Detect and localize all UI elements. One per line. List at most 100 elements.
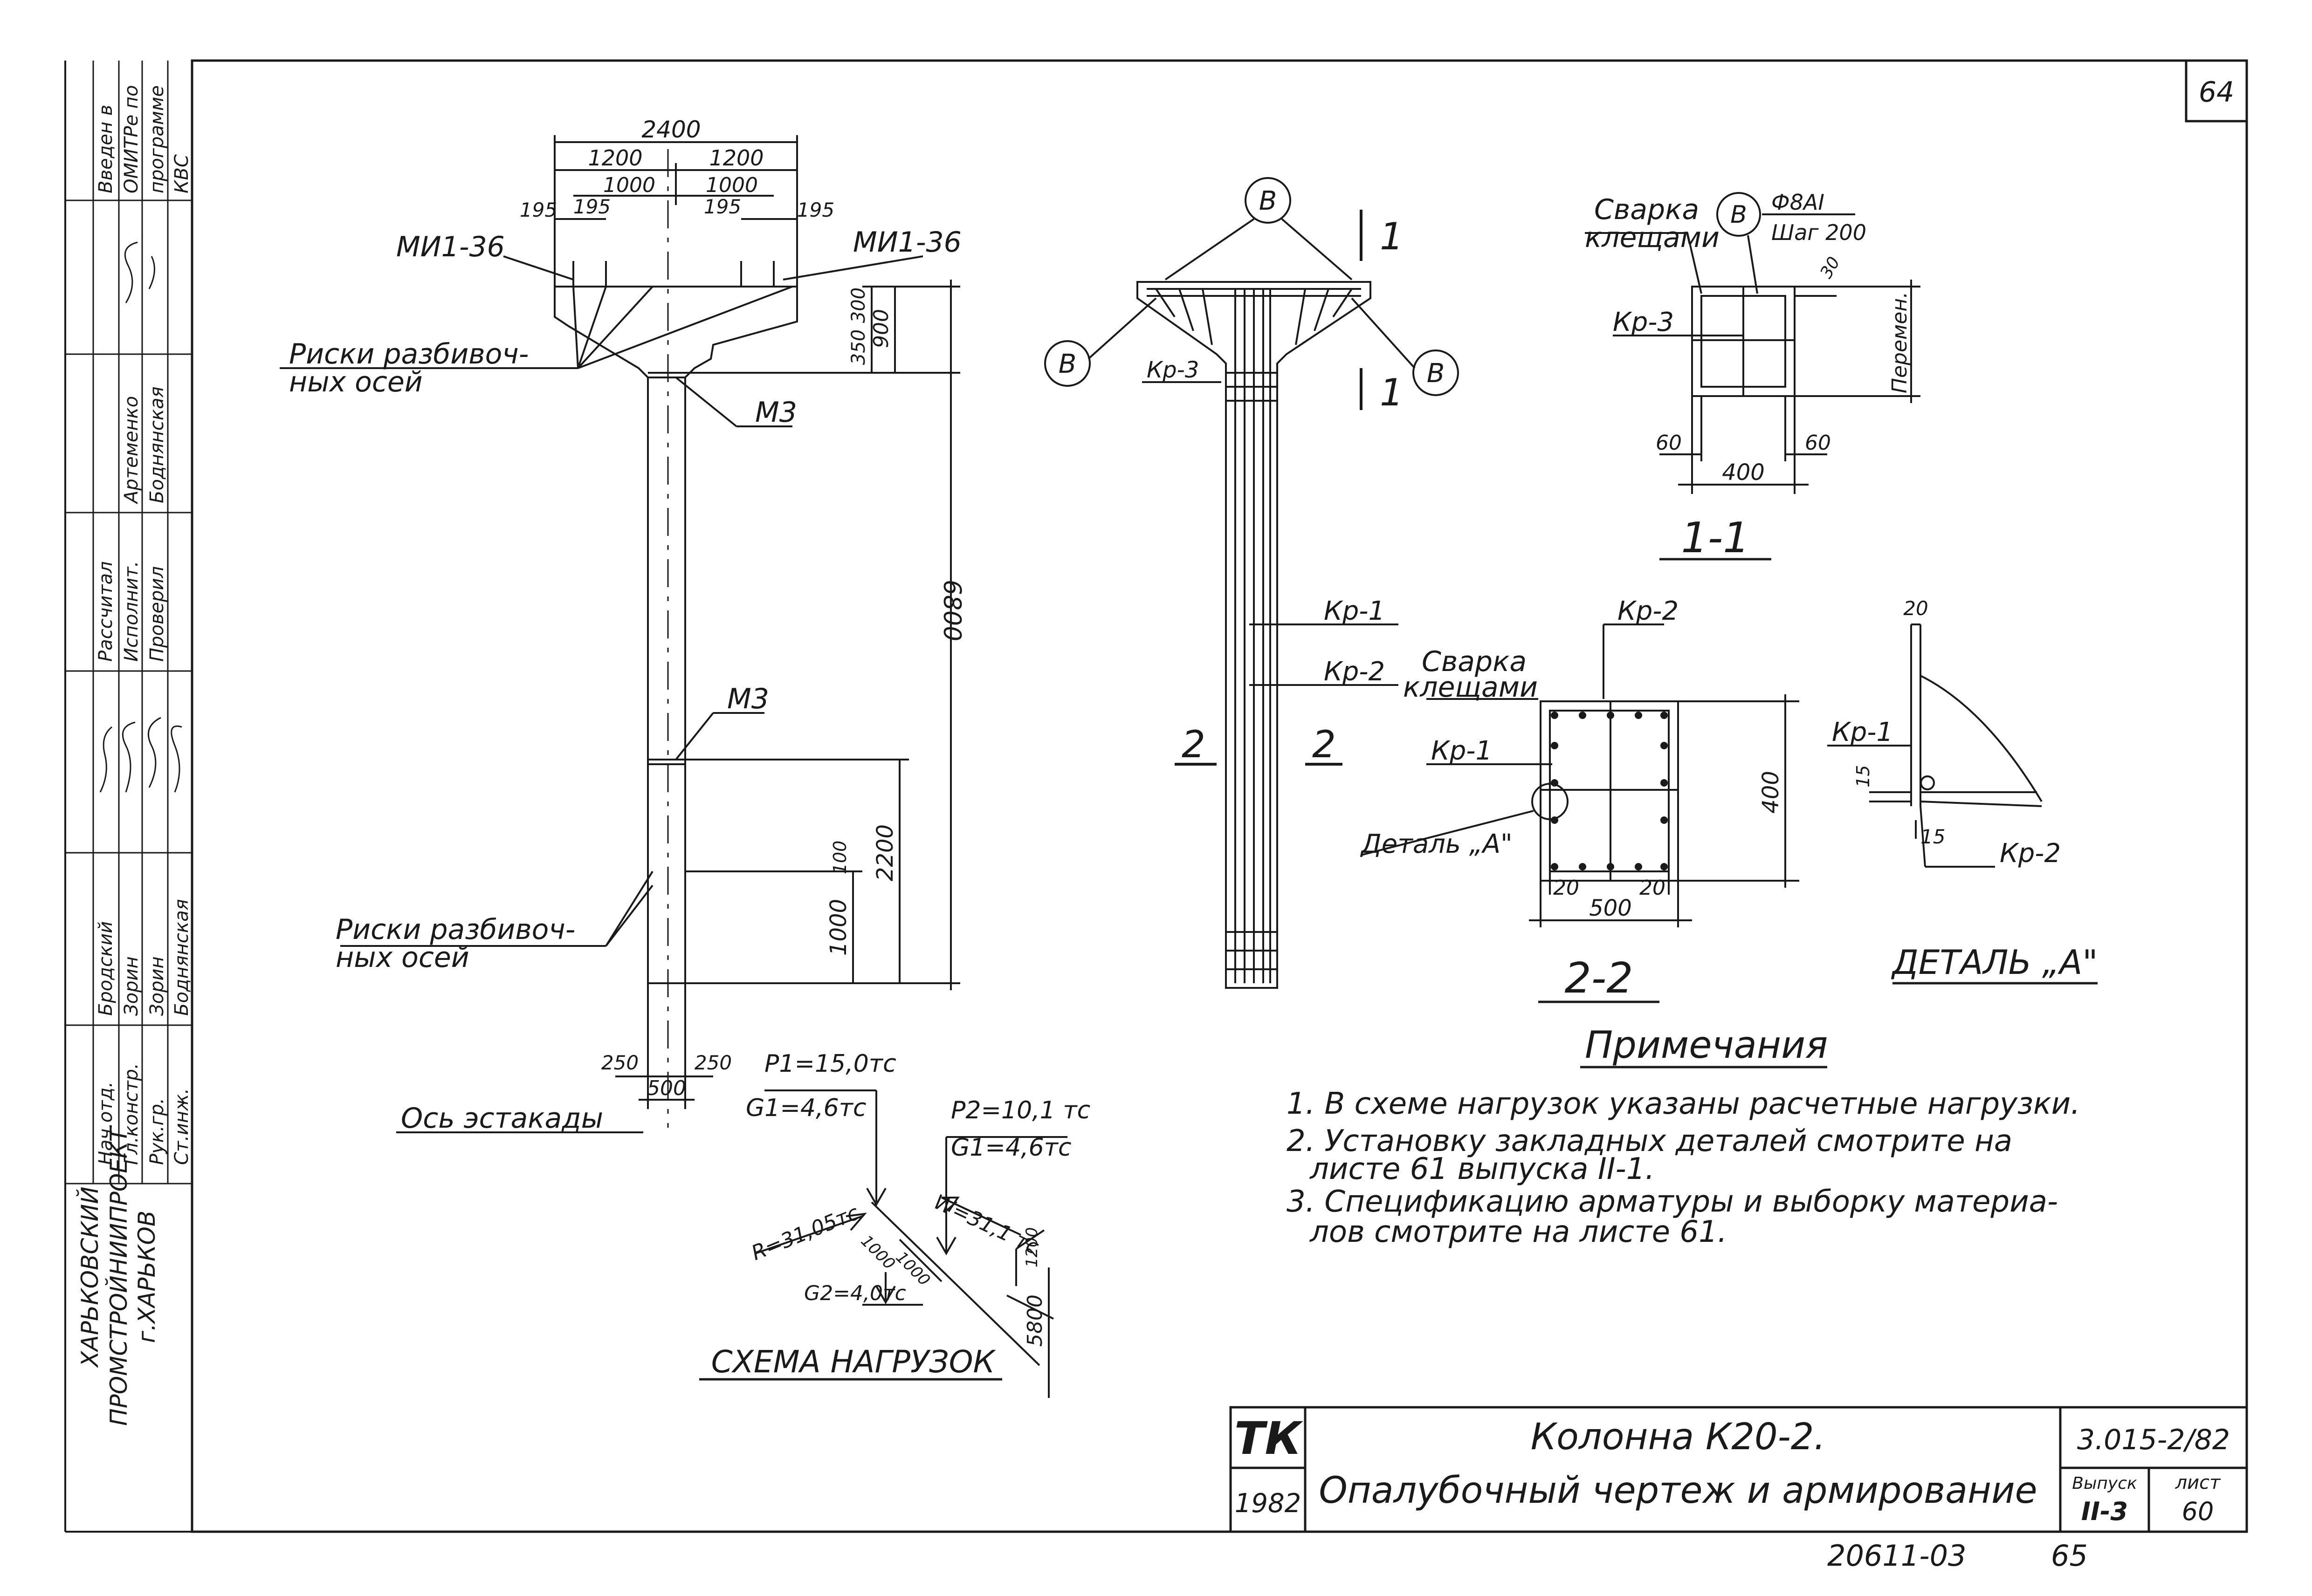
note-line-1: 1. В схеме нагрузок указаны расчетные на… [1287,1087,2080,1121]
pos-b-right: В [1427,358,1445,389]
s11-dim-var: Перемен. [1888,292,1912,393]
load-r: R=31,05тс [748,1201,862,1265]
dim-250-left: 250 [601,1051,639,1074]
stamp-approval-2: ОМИТРе по [121,85,142,193]
s11-dim-60-right: 60 [1805,431,1831,455]
drawing-title-line2: Опалубочный чертеж и армирование [1319,1470,2037,1512]
trestle-axis-label: Ось эстакады [401,1102,603,1135]
signature-scribbles [99,241,182,793]
s22-dim-400: 400 [1758,771,1784,814]
sheet-frame [64,59,2248,1533]
load-p2: P2=10,1 тс [951,1096,1090,1124]
note-line-2: 2. Установку закладных деталей смотрите … [1287,1124,2012,1158]
stamp-org-line2: ПРОМСТРОЙНИИПРОЕКТ [105,1126,132,1426]
dim-edge-right: 195 [704,195,741,218]
issue-value: II-3 [2081,1497,2128,1526]
embed-label-left: МИ1-36 [396,231,505,263]
rebar-label-kp2: Кр-2 [1324,657,1385,687]
detail-dim-20: 20 [1903,597,1928,620]
dim-1000: 1000 [826,899,852,956]
stamp-name-2: Зорин [121,956,142,1016]
axis-marks-bottom-line1: Риски разбивоч- [336,913,575,946]
detail-a: 20 Кр-1 15 15 Кр-2 ДЕТАЛЬ „А" [1827,597,2098,985]
stamp-name-5: Артеменко [121,396,142,505]
dim-edge-left: 195 [520,199,557,221]
embed-m3-mid: М3 [727,683,769,715]
stamp-role-6: Исполнит. [121,561,142,662]
dim-half-right: 1200 [709,145,764,171]
s11-kp3: Кр-3 [1613,307,1674,337]
archive-page: 65 [2051,1539,2088,1573]
pos-b-left: В [1059,349,1076,379]
stamp-role-1: Нач.отд. [95,1082,117,1165]
section-2-right: 2 [1312,723,1336,766]
s22-dim-500: 500 [1589,895,1632,921]
s22-weld-line2: клещами [1403,671,1538,704]
s11-bar-spec: Ф8АI [1771,190,1824,215]
s11-weld-line1: Сварка [1594,193,1699,226]
dim-total-width: 2400 [641,116,701,143]
s11-weld-line2: клещами [1585,221,1720,254]
s22-dim-20-right: 20 [1639,876,1665,900]
sheet-label: лист [2175,1472,2222,1493]
s11-pos-b: В [1730,201,1747,229]
column-elevation: 2400 1200 1200 1000 1000 195 195 195 195… [280,116,966,1135]
stamp-role-5: Рассчитал [95,561,117,662]
s22-weld-line1: Сварка [1422,645,1527,678]
axis-marks-top-line2: ных осей [289,366,423,398]
stamp-name-6: Боднянская [146,386,168,503]
section-2-left: 2 [1182,723,1205,766]
axis-marks-bottom-line2: ных осей [336,941,469,974]
dim-300: 300 [848,288,869,323]
dim-edge-right2: 195 [797,199,834,221]
rebar-elevation: В В В 1 1 2 2 Кр-3 Кр-1 Кр-2 [1044,177,1459,989]
detail-dim-15-a: 15 [1853,765,1873,788]
load-g1-right: G1=4,6тс [951,1134,1072,1162]
dim-350: 350 [848,329,869,365]
pos-b-top: В [1259,186,1277,216]
s11-dim-400: 400 [1722,459,1765,486]
stamp-approval-1: Введен в [95,105,117,193]
page-number-box: 64 [2185,59,2248,123]
load-dim-1200: 1200 [1023,1227,1041,1267]
note-line-3: листе 61 выпуска II-1. [1309,1152,1655,1186]
detail-caption: ДЕТАЛЬ „А" [1891,943,2098,982]
stamp-org-line3: г.ХАРЬКОВ [133,1211,160,1343]
note-line-4: 3. Спецификацию арматуры и выборку матер… [1287,1185,2058,1219]
s22-kp2: Кр-2 [1617,596,1679,626]
detail-kp2: Кр-2 [2000,838,2061,869]
s22-dim-20-left: 20 [1553,876,1579,900]
embed-label-right: МИ1-36 [853,226,962,259]
detail-kp1: Кр-1 [1832,717,1893,747]
s22-detail-ref: Деталь „А" [1360,829,1513,859]
load-scheme: P1=15,0тс G1=4,6тс P2=10,1 тс G1=4,6тс R… [699,1050,1090,1398]
load-dim-5800: 5800 [1023,1295,1047,1347]
title-year: 1982 [1235,1488,1301,1519]
section-1-1: Сварка клещами В Ф8АI Шаг 200 Кр-3 30 Пе… [1585,190,1920,562]
load-dim-1000-a: 1000 [857,1232,899,1273]
stamp-name-1: Бродский [95,921,117,1016]
note-line-5: лов смотрите на листе 61. [1309,1215,1727,1249]
stamp-role-3: Рук.гр. [146,1098,168,1165]
dim-height: 6800 [938,580,966,641]
s11-bar-step: Шаг 200 [1771,220,1866,245]
issue-label: Выпуск [2072,1474,2137,1493]
s11-caption: 1-1 [1681,514,1750,562]
dim-edge-left2: 195 [573,195,611,218]
stamp-role-4: Ст.инж. [171,1088,193,1165]
s11-dim-60-left: 60 [1656,431,1682,455]
sheet-value: 60 [2182,1497,2214,1526]
dim-900: 900 [869,309,893,348]
load-g1-left: G1=4,6тс [746,1094,867,1122]
stamp-name-4: Боднянская [171,899,193,1016]
rebar-label-kp3: Кр-3 [1147,357,1199,383]
section-2-2: Кр-2 Сварка клещами Кр-1 Деталь „А" 400 … [1360,596,1799,1003]
notes-heading: Примечания [1585,1023,1828,1067]
title-block: ТК 1982 Колонна К20-2. Опалубочный черте… [1229,1406,2248,1533]
stamp-role-7: Проверил [146,566,168,662]
s22-kp1: Кр-1 [1431,736,1492,766]
s22-bar-dots [1551,712,1668,870]
dim-250-right: 250 [695,1051,732,1074]
detail-dim-15-b: 15 [1920,825,1945,848]
